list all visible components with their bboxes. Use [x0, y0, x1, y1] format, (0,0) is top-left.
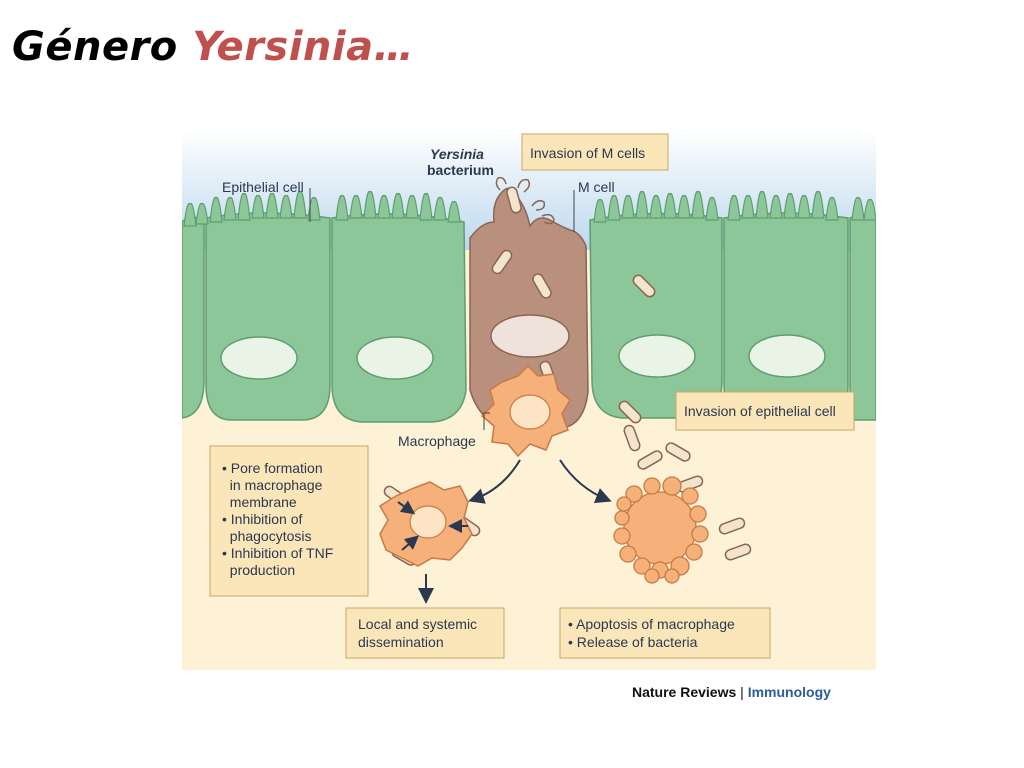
process-arrows: [418, 459, 612, 604]
epithelial-cell-4: [589, 212, 723, 419]
box-effects: • Pore formation in macrophage membrane …: [182, 130, 369, 597]
label-m-cell: M cell: [578, 179, 615, 195]
macrophage-nucleus: [509, 394, 551, 430]
title-genero: Género: [12, 24, 178, 70]
arrow-to-apoptosis: [559, 459, 612, 503]
label-bacterium: bacterium: [427, 162, 494, 178]
m-cell: [469, 187, 589, 431]
label-epithelial-cell: Epithelial cell: [222, 179, 304, 195]
slide-title: Género Yersinia…: [12, 24, 414, 70]
bacterium: [637, 450, 663, 470]
bacterium: [532, 273, 552, 299]
box-invasion-m-cells: Invasion of M cells: [521, 133, 669, 171]
box-apoptosis: • Apoptosis of macrophage • Release of b…: [559, 607, 771, 659]
epithelial-cell-1: [181, 216, 205, 419]
yersinia-infection-diagram: Yersinia bacterium Epithelial cell M cel…: [181, 130, 877, 670]
svg-text:• Pore formation in ma: • Pore formation in macrophage membrane …: [182, 130, 360, 578]
m-cell-nucleus: [490, 314, 570, 358]
damaged-macrophage-nucleus: [409, 505, 447, 539]
label-yersinia: Yersinia: [430, 146, 484, 162]
bacterium: [491, 249, 513, 275]
microvilli: [183, 190, 877, 227]
credit-journal: Nature Reviews: [632, 684, 737, 700]
pore-arrows: [397, 500, 468, 551]
box-invasion-epithelial: Invasion of epithelial cell: [675, 391, 855, 431]
epithelial-nuclei: [220, 334, 826, 380]
epithelial-cell-2: [205, 212, 331, 421]
bacterium: [506, 186, 522, 214]
bacterium: [724, 543, 752, 561]
leader-lines: [309, 188, 575, 430]
svg-text:Local and systemic disse: Local and systemic dissemination: [358, 616, 481, 650]
credit-section: Immunology: [747, 684, 831, 700]
epithelial-cell-5: [723, 212, 849, 421]
bacterium: [618, 400, 642, 424]
arrow-to-damaged: [468, 459, 521, 504]
bacterium: [718, 517, 746, 535]
svg-text:• Apoptosis of macrophage: • Apoptosis of macrophage • Release of b…: [568, 616, 739, 650]
label-macrophage: Macrophage: [398, 433, 476, 449]
title-yersinia: Yersinia…: [192, 24, 415, 70]
epithelial-cell-6: [849, 214, 877, 421]
bacterium: [665, 442, 691, 462]
epithelial-cell-3: [331, 213, 467, 423]
svg-text:Invasion of epithelial cell: Invasion of epithelial cell: [684, 403, 836, 419]
svg-text:Invasion of M cells: Invasion of M cells: [530, 145, 645, 161]
bacterium: [632, 274, 656, 298]
figure-credit: Nature Reviews | Immunology: [632, 684, 831, 700]
credit-separator: |: [736, 684, 748, 700]
apoptotic-macrophage: [613, 476, 709, 584]
box-dissemination: Local and systemic dissemination: [345, 607, 505, 659]
bacterium: [623, 424, 641, 452]
